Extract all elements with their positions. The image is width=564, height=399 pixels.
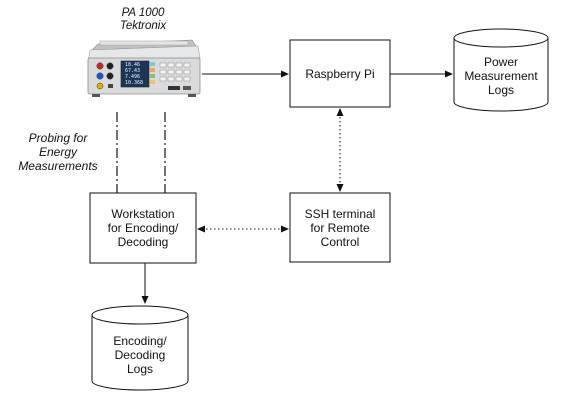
encoding-logs-line-2: Decoding [114,348,166,362]
workstation-line-2: for Encoding/ [107,221,179,235]
raspberry-pi-text: Raspberry Pi [305,66,375,81]
power-logs-label: Power Measurement Logs [454,55,548,97]
ssh-terminal-line-2: for Remote [310,220,370,235]
ssh-terminal-line-3: Control [320,234,360,249]
power-logs-cylinder [453,28,549,112]
probe-label-line-2: Energy [38,145,78,159]
encoding-logs-cylinder [91,305,189,391]
instrument-brand-label: Tektronix [119,20,167,32]
workstation-box [89,192,197,264]
screen-value-1: 18.46 [125,62,141,68]
instrument-model-label: PA 1000 [121,7,165,19]
power-logs-line-2: Measurement [464,69,538,83]
workstation-line-1: Workstation [111,207,175,221]
probe-label-line-3: Measurements [18,159,98,173]
probe-label-line-1: Probing for [28,131,88,145]
screen-value-4: 10.368 [125,80,144,86]
screen-value-2: 67.43 [125,68,141,74]
ssh-terminal-line-1: SSH terminal [304,206,376,221]
ssh-terminal-box [289,192,391,263]
ssh-terminal-label: SSH terminal for Remote Control [290,193,390,262]
screen-value-3: 7.496 [125,74,141,80]
workstation-label: Workstation for Encoding/ Decoding [90,193,196,263]
probe-label: Probing for Energy Measurements [10,131,106,173]
encoding-logs-line-3: Logs [126,362,154,376]
encoding-logs-label: Encoding/ Decoding Logs [92,334,188,376]
raspberry-pi-label: Raspberry Pi [290,40,390,107]
power-logs-line-1: Power [483,55,518,69]
raspberry-pi-box [289,39,391,108]
encoding-logs-line-1: Encoding/ [113,334,167,348]
workstation-line-3: Decoding [117,235,169,249]
power-analyzer-image [87,39,201,97]
power-logs-line-3: Logs [487,83,515,97]
